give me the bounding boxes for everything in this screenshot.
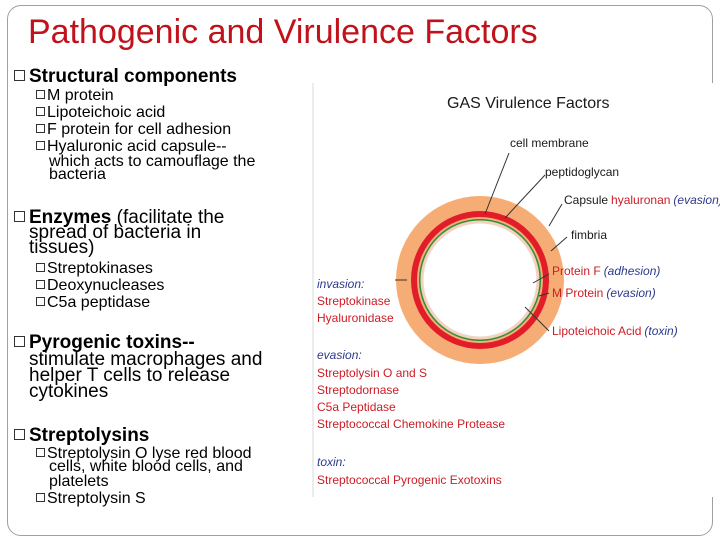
bullet-enzymes: Enzymes (facilitate the (14, 207, 224, 228)
section-continuation: stimulate macrophages and (29, 349, 263, 370)
bullet-box-icon (36, 124, 45, 133)
list-item: C5a peptidase (36, 294, 150, 311)
section-continuation: tissues) (29, 237, 95, 258)
gas-virulence-diagram: GAS Virulence Factors cell membrane pept… (309, 83, 720, 497)
label-protein-f: Protein F(adhesion) (552, 264, 660, 278)
figure-title: GAS Virulence Factors (447, 95, 609, 112)
evasion-item: C5a Peptidase (317, 400, 396, 414)
bullet-box-icon (36, 107, 45, 116)
bullet-box-icon (14, 70, 25, 81)
bullet-box-icon (36, 297, 45, 306)
section-continuation: spread of bacteria in (29, 222, 202, 243)
leader-lines (395, 152, 568, 332)
evasion-item: Streptococcal Chemokine Protease (317, 417, 505, 431)
label-peptidoglycan: peptidoglycan (545, 165, 619, 179)
label-m-protein: M Protein(evasion) (552, 286, 656, 300)
bullet-structural: Structural components (14, 66, 237, 87)
bullet-box-icon (36, 141, 45, 150)
bullet-box-icon (14, 336, 25, 347)
section-heading: Pyrogenic toxins-- (29, 332, 195, 353)
label-lipoteichoic-acid: Lipoteichoic Acid(toxin) (552, 324, 678, 338)
bullet-box-icon (36, 90, 45, 99)
bullet-box-icon (36, 448, 45, 457)
list-item-continuation: which acts to camouflage the (49, 153, 256, 170)
label-fimbria: fimbria (571, 228, 607, 242)
bullet-box-icon (36, 280, 45, 289)
leader-line (550, 236, 568, 252)
section-heading: Enzymes (29, 207, 112, 228)
section-heading: Streptolysins (29, 425, 150, 446)
list-item: Streptolysin O lyse red blood (36, 445, 252, 462)
bullet-box-icon (14, 429, 25, 440)
list-item: Deoxynucleases (36, 277, 164, 294)
evasion-item: Streptodornase (317, 383, 399, 397)
evasion-heading: evasion: (317, 348, 362, 362)
section-continuation: helper T cells to release (29, 365, 231, 386)
section-continuation: cytokines (29, 381, 109, 402)
leader-line (484, 152, 510, 215)
bullet-streptolysins: Streptolysins (14, 425, 150, 446)
leader-line (548, 203, 563, 227)
list-item: Hyaluronic acid capsule-- (36, 138, 227, 155)
list-item: F protein for cell adhesion (36, 121, 231, 138)
leader-line (524, 306, 550, 332)
leader-line (538, 292, 550, 297)
invasion-heading: invasion: (317, 277, 364, 291)
peptidoglycan-ring (411, 211, 549, 349)
evasion-item: Streptolysin O and S (317, 366, 427, 380)
invasion-item: Hyaluronidase (317, 311, 394, 325)
list-item: Lipoteichoic acid (36, 104, 165, 121)
leader-line (504, 174, 546, 219)
list-item-continuation: platelets (49, 473, 109, 490)
list-item-continuation: bacteria (49, 166, 106, 183)
list-item: M protein (36, 87, 114, 104)
bacterial-cell-icon (396, 196, 564, 364)
list-item-continuation: cells, white blood cells, and (49, 458, 243, 475)
list-item: Streptolysin S (36, 490, 146, 507)
leader-line (532, 273, 550, 284)
toxin-item: Streptococcal Pyrogenic Exotoxins (317, 473, 502, 487)
toxin-heading: toxin: (317, 455, 346, 469)
bullet-box-icon (36, 493, 45, 502)
section-heading: Structural components (29, 66, 237, 87)
bullet-box-icon (14, 211, 25, 222)
list-item: Streptokinases (36, 260, 153, 277)
invasion-item: Streptokinase (317, 294, 391, 308)
label-cell-membrane: cell membrane (510, 136, 589, 150)
fimbria-ring (419, 219, 541, 341)
cell-membrane-ring (420, 220, 540, 340)
page-title: Pathogenic and Virulence Factors (28, 13, 538, 51)
bullet-box-icon (36, 263, 45, 272)
bullet-pyrogenic: Pyrogenic toxins-- (14, 332, 195, 353)
